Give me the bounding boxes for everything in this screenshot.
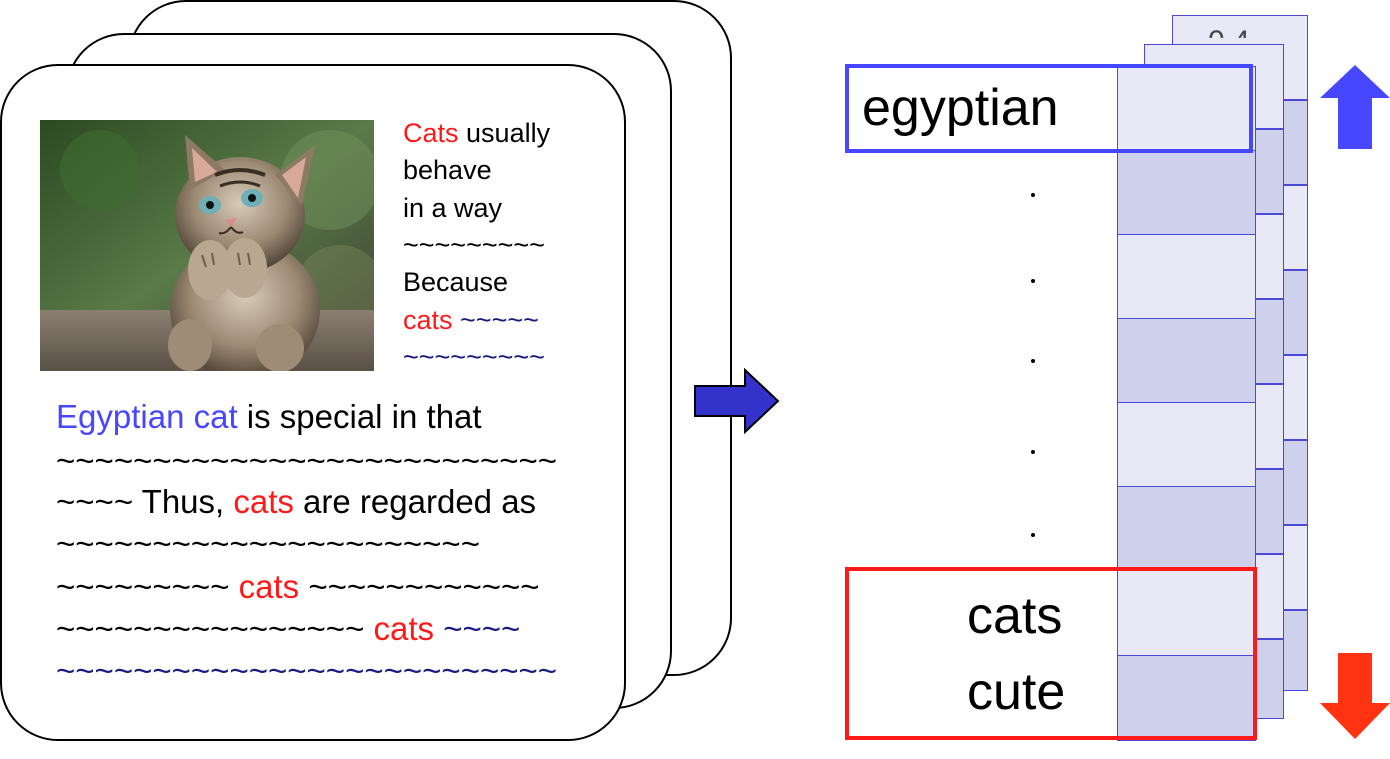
bottom-word-cute: cute bbox=[967, 663, 1066, 721]
ellipsis-dot bbox=[1031, 193, 1035, 197]
body-line-5-rest: ~~~~~~~~~~~~ bbox=[299, 568, 540, 605]
up-arrow-icon bbox=[1320, 65, 1390, 149]
side-text-line-3: in a way bbox=[403, 193, 503, 223]
body-line-5-pre: ~~~~~~~~~ bbox=[56, 568, 239, 605]
vector-front-cell bbox=[1117, 318, 1256, 403]
body-line-5-cats: cats bbox=[238, 568, 300, 605]
body-line-3-cats: cats bbox=[233, 483, 294, 520]
bottom-words-frame bbox=[845, 567, 1257, 740]
vector-front-cell bbox=[1117, 150, 1256, 235]
top-word-egyptian: egyptian bbox=[862, 79, 1059, 137]
vector-front-cell bbox=[1117, 402, 1256, 487]
down-arrow-icon bbox=[1320, 653, 1390, 739]
body-line-6-pre: ~~~~~~~~~~~~~~~~ bbox=[56, 610, 374, 647]
body-line-3-pre: ~~~~ Thus, bbox=[56, 483, 234, 520]
side-text-line-1-rest: usually bbox=[458, 118, 551, 148]
body-line-6-cats: cats bbox=[373, 610, 435, 647]
right-arrow-icon bbox=[693, 367, 781, 435]
ellipsis-dot bbox=[1031, 359, 1035, 363]
vector-front-cell bbox=[1117, 234, 1256, 319]
kitten-image bbox=[40, 120, 385, 380]
body-line-6: ~~~~~~~~~~~~~~~~ cats ~~~~ bbox=[56, 608, 520, 650]
side-text-line-4: ~~~~~~~~~ bbox=[403, 230, 545, 260]
body-line-5: ~~~~~~~~~ cats ~~~~~~~~~~~~ bbox=[56, 566, 540, 608]
bottom-word-cats: cats bbox=[967, 587, 1063, 645]
ellipsis-dot bbox=[1031, 450, 1035, 454]
vector-front-cell bbox=[1117, 486, 1256, 571]
body-line-3: ~~~~ Thus, cats are regarded as bbox=[56, 481, 536, 523]
body-line-4: ~~~~~~~~~~~~~~~~~~~~~~ bbox=[56, 525, 480, 562]
body-line-1-rest: is special in that bbox=[237, 398, 482, 435]
side-text-line-6-rest: ~~~~~ bbox=[452, 305, 539, 335]
body-egyptian-cat: Egyptian cat bbox=[56, 398, 238, 435]
ellipsis-dot bbox=[1031, 533, 1035, 537]
side-text-line-1: Cats usually bbox=[403, 115, 550, 152]
body-line-7: ~~~~~~~~~~~~~~~~~~~~~~~~~~ bbox=[56, 652, 558, 689]
top-word-frame bbox=[845, 64, 1253, 153]
vector-front-column bbox=[1117, 66, 1256, 741]
body-line-6-rest: ~~~~ bbox=[434, 610, 521, 647]
side-text-line-6: cats ~~~~~ bbox=[403, 302, 539, 339]
side-text-cats-red-2: cats bbox=[403, 305, 453, 335]
ellipsis-dot bbox=[1031, 279, 1035, 283]
side-text-line-7: ~~~~~~~~~ bbox=[403, 342, 545, 372]
side-text-line-2: behave bbox=[403, 155, 492, 185]
side-text-line-5: Because bbox=[403, 267, 509, 297]
body-line-2: ~~~~~~~~~~~~~~~~~~~~~~~~~~ bbox=[56, 442, 558, 479]
side-text-cats-red: Cats bbox=[403, 118, 459, 148]
vector-back-label: 0.4 bbox=[1208, 25, 1250, 38]
body-line-1: Egyptian cat is special in that bbox=[56, 396, 482, 438]
body-line-3-rest: are regarded as bbox=[293, 483, 537, 520]
vector-front-cell bbox=[1117, 570, 1256, 656]
